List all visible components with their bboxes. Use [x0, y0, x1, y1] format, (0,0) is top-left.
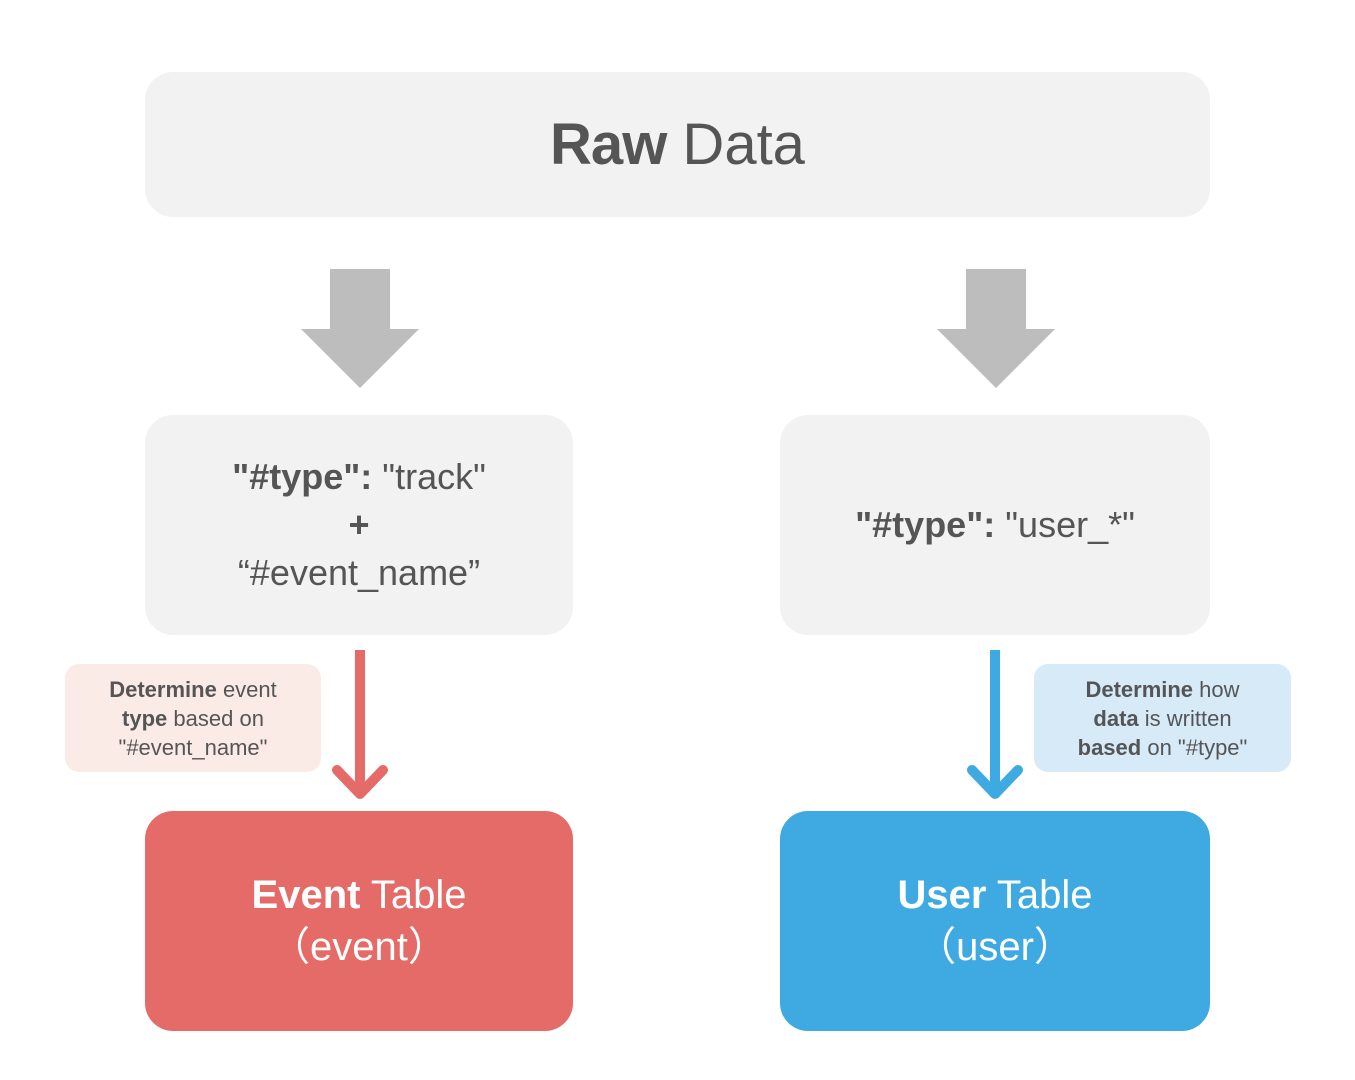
event-note-line-3: "#event_name" — [118, 734, 268, 760]
grey-arrow-right — [937, 269, 1055, 388]
event-name-line: “#event_name” — [237, 552, 481, 593]
event-table-title: Event Table — [251, 873, 467, 917]
event-note-line-2: type based on — [122, 705, 264, 731]
user-table-box: User Table （user） — [780, 811, 1210, 1031]
user-note-line-3: based on "#type" — [1077, 734, 1248, 760]
raw-data-box: Raw Data — [145, 72, 1210, 217]
event-table-box: Event Table （event） — [145, 811, 573, 1031]
plus-sign: + — [348, 504, 370, 545]
event-arrow — [332, 650, 388, 799]
event-table-subtitle: （event） — [270, 925, 448, 969]
grey-arrow-left — [301, 269, 419, 388]
raw-data-title: Raw Data — [550, 112, 805, 177]
user-arrow — [967, 650, 1023, 799]
user-note-line-2: data is written — [1093, 705, 1232, 731]
event-note: Determine event type based on "#event_na… — [65, 664, 321, 772]
user-type-condition-box: "#type": "user_*" — [780, 415, 1210, 635]
user-table-title: User Table — [897, 873, 1093, 917]
track-condition-box: "#type": "track" + “#event_name” — [145, 415, 573, 635]
user-note-line-1: Determine how — [1085, 676, 1240, 702]
user-table-subtitle: （user） — [916, 925, 1074, 969]
track-type-line: "#type": "track" — [232, 456, 486, 497]
user-note: Determine how data is written based on "… — [1034, 664, 1291, 772]
user-type-line: "#type": "user_*" — [855, 504, 1135, 545]
event-note-line-1: Determine event — [109, 676, 277, 702]
